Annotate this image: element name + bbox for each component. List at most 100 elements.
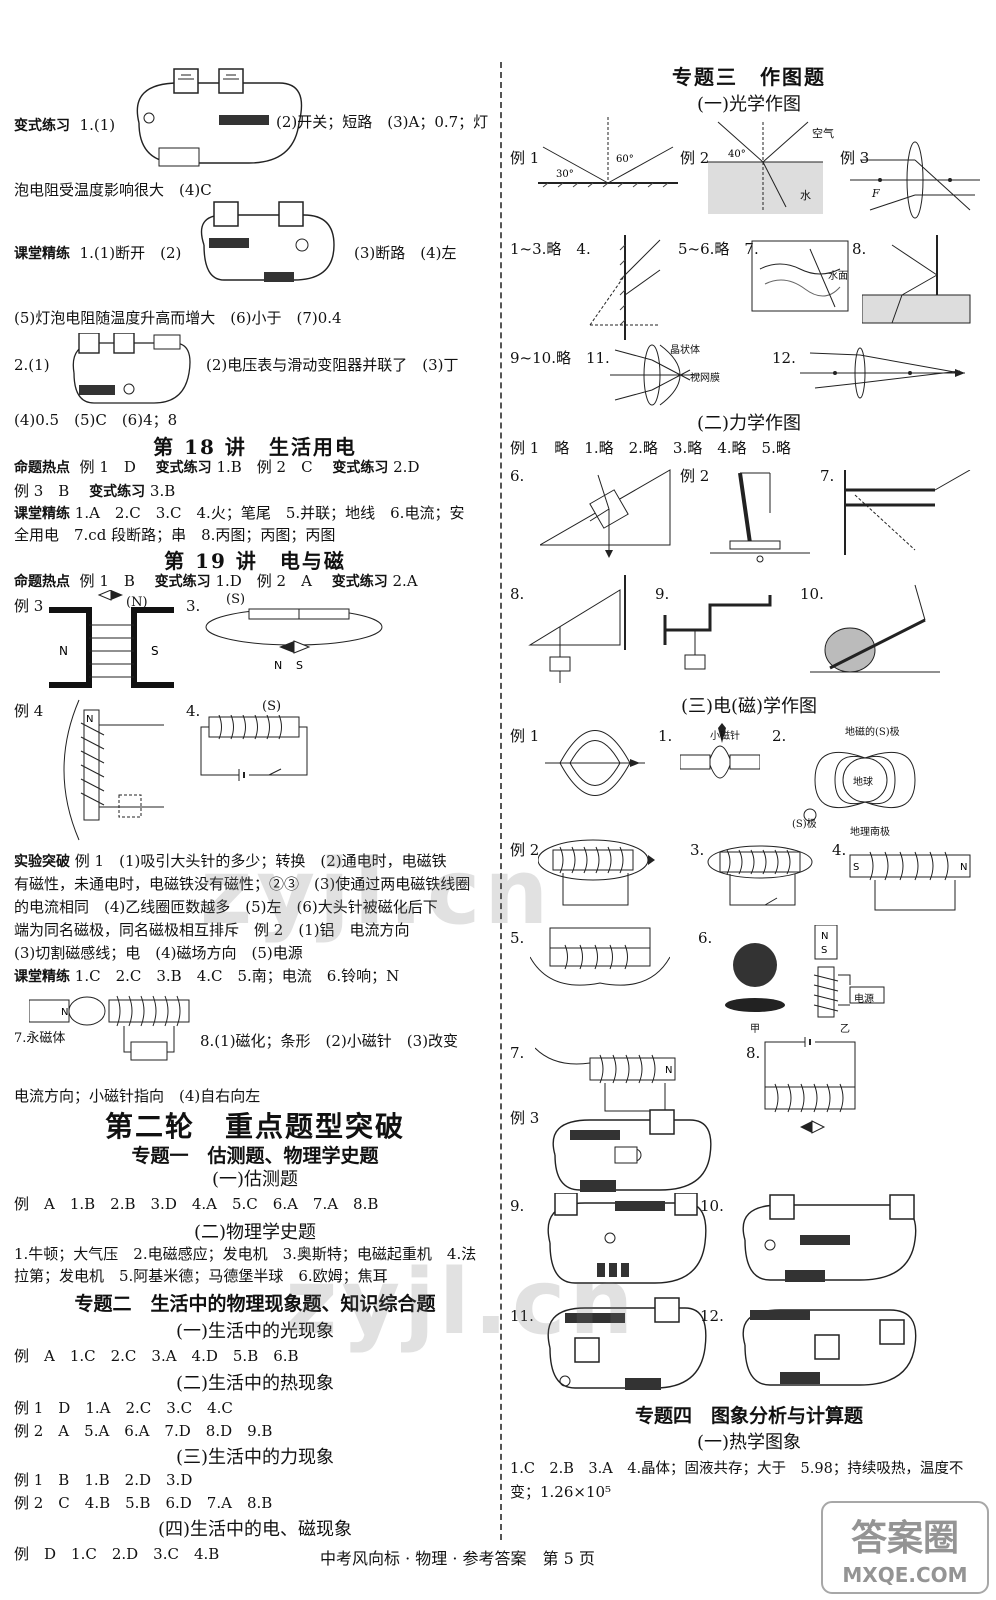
- svg-text:N: N: [86, 714, 93, 725]
- answer-text: 2.(1): [14, 356, 50, 374]
- item-number: 10.: [800, 585, 824, 603]
- crank-figure: [660, 585, 790, 675]
- answer-text: 例 1 D: [79, 458, 151, 476]
- svg-text:S: S: [296, 659, 303, 672]
- svg-text:40°: 40°: [728, 149, 746, 160]
- answer-text: 9~10.略 11.: [510, 349, 610, 367]
- item-number: 3.: [690, 841, 705, 859]
- answer-text: 例 1 D 1.A 2.C 3.C 4.C: [14, 1399, 233, 1417]
- reflection-figure: 30° 60°: [538, 117, 678, 197]
- circuit-diagram-11: [535, 1293, 715, 1403]
- circuit-diagram-10: [730, 1190, 930, 1290]
- item-number: 12.: [700, 1307, 724, 1325]
- item-number: 2.: [772, 727, 787, 745]
- medium-label: 水: [800, 189, 811, 202]
- figure-label: 甲: [750, 1024, 760, 1035]
- column-divider: [500, 62, 502, 1540]
- earth-field-figure: [800, 735, 930, 825]
- item-number: 7.: [820, 467, 835, 485]
- svg-text:S: S: [853, 862, 859, 873]
- page-footer: 中考风向标 · 物理 · 参考答案 第 5 页: [320, 1549, 595, 1568]
- answer-text: 1.D 例 2 A: [215, 572, 327, 590]
- levitation-figure: [715, 935, 795, 1015]
- answer-text: (3)切割磁感线；电 (4)磁场方向 (5)电源: [14, 944, 303, 962]
- label: 实验突破: [14, 854, 70, 870]
- label: 变式练习: [332, 460, 389, 476]
- angle-label: 30°: [556, 169, 574, 180]
- item-number: 6.: [510, 467, 525, 485]
- label: 变式练习: [154, 574, 211, 590]
- focus-label: F: [872, 187, 880, 200]
- answer-text: 例 1 B 1.B 2.D 3.D: [14, 1471, 193, 1489]
- small-needle-label: 小磁针: [710, 731, 740, 742]
- refraction-figure: 40°: [708, 117, 828, 217]
- svg-text:N: N: [665, 1065, 672, 1076]
- subheading: (三)电(磁)学作图: [680, 696, 818, 717]
- magnet-label: 永磁体: [26, 1031, 66, 1046]
- answer-text: 8.: [852, 240, 867, 258]
- answer-text: 全用电 7.cd 段断路；串 8.丙图；丙图；丙图: [14, 526, 336, 544]
- label: 命题热点: [14, 574, 70, 590]
- power-label: 电源: [854, 994, 874, 1005]
- geo-label: 地理南极: [850, 827, 890, 838]
- answer-text: 1.牛顿；大气压 2.电磁感应；发电机 3.奥斯特；电磁起重机 4.法: [14, 1245, 477, 1263]
- svg-text:N: N: [821, 931, 828, 942]
- svg-text:S: S: [151, 644, 159, 658]
- answer-text: 3.B: [149, 482, 176, 500]
- answer-text: 例 A 1.C 2.C 3.A 4.D 5.B 6.B: [14, 1347, 299, 1365]
- circuit-diagram-1: [129, 63, 309, 173]
- mirror-figure: [580, 235, 670, 345]
- pole-label: (S): [226, 592, 246, 607]
- item-number: 5.: [510, 929, 525, 947]
- small-magnet-figure: [680, 723, 760, 798]
- answer-text: (2)开关；短路 (3)A；0.7；灯: [276, 113, 489, 131]
- svg-text:N: N: [61, 1007, 68, 1018]
- answer-text: 1.C 2.C 3.B 4.C 5.南；电流 6.铃响；N: [74, 967, 400, 985]
- lever-figure-3: [525, 575, 635, 685]
- answer-text: 5~6.略 7.: [678, 240, 759, 258]
- solenoid-figure-1: N: [59, 695, 169, 845]
- label-bianshi: 变式练习: [14, 118, 70, 134]
- circuit-diagram-3: [64, 333, 199, 413]
- example-label: 例 1: [510, 727, 540, 745]
- answer-text: 1.(1)断开 (2): [79, 244, 182, 262]
- answer-text: 例 1 B: [79, 572, 150, 590]
- subheading: (二)生活中的热现象: [175, 1373, 335, 1394]
- answer-text: 8.(1)磁化；条形 (2)小磁针 (3)改变: [200, 1032, 459, 1050]
- answer-text: (3)断路 (4)左: [354, 244, 457, 262]
- topic-three-heading: 专题三 作图题: [672, 65, 826, 89]
- electromagnet-figure-2: N S: [810, 925, 900, 1020]
- solenoid-figure-5: S N: [845, 835, 980, 920]
- item-number: 12.: [772, 349, 796, 367]
- water-surface-label: 水面: [828, 271, 848, 282]
- example-label: 例 2: [510, 841, 540, 859]
- example-label: 例 2: [680, 149, 710, 167]
- figure-label: 乙: [840, 1024, 850, 1035]
- item-number: 8.: [746, 1044, 761, 1062]
- circuit-diagram-12: [730, 1300, 930, 1395]
- answer-text: 2.A: [392, 572, 418, 590]
- pole-label: (N): [126, 595, 148, 610]
- site-logo: 答案圈 MXQE.COM: [820, 1500, 990, 1595]
- answer-text: 例 3 B: [14, 482, 85, 500]
- subheading: (三)生活中的力现象: [175, 1447, 335, 1468]
- answer-text: (5)灯泡电阻随温度升高而增大 (6)小于 (7)0.4: [14, 309, 342, 327]
- answer-text: 例 2 C 4.B 5.B 6.D 7.A 8.B: [14, 1494, 273, 1512]
- lever-figure-1: [710, 463, 810, 573]
- answer-text: 1.(1): [79, 116, 116, 134]
- answer-text: 例 1 略 1.略 2.略 3.略 4.略 5.略: [510, 439, 791, 457]
- solenoid-figure-8: [760, 1037, 870, 1137]
- water-surface-figure: [750, 239, 850, 314]
- watermark: zyjl.cn: [285, 1250, 638, 1355]
- rock-lever-figure: [810, 580, 940, 680]
- eye-figure: [610, 335, 700, 415]
- subheading: (四)生活中的电、磁现象: [157, 1519, 353, 1540]
- solenoid-figure-3: [538, 835, 658, 925]
- answer-text: 例 1 (1)吸引大头针的多少；转换 (2)通电时，电磁铁: [74, 852, 447, 870]
- svg-text:S: S: [821, 945, 827, 956]
- subheading: (一)估测题: [211, 1169, 299, 1190]
- subheading: (一)生活中的光现象: [175, 1321, 335, 1342]
- example-label: 例 1: [510, 149, 540, 167]
- crystal-label: 晶状体: [670, 345, 700, 356]
- item-number: 7.: [510, 1044, 525, 1062]
